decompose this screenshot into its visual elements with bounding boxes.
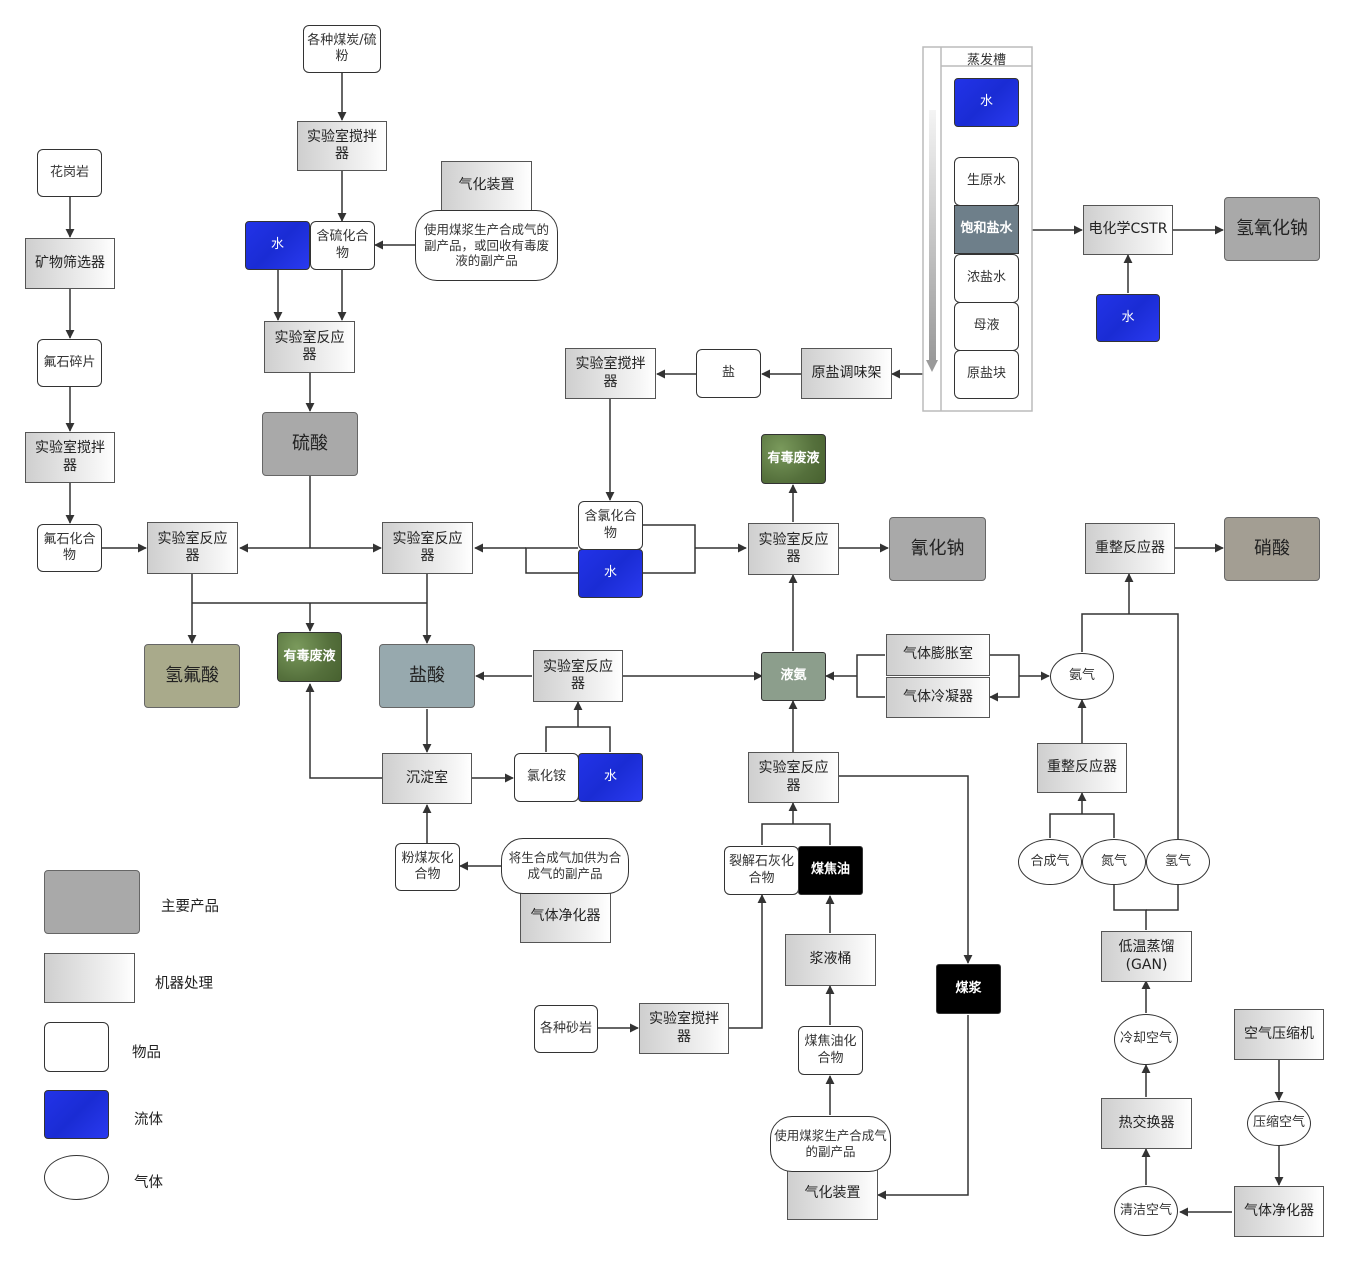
gas-purifier-br-machine[interactable]: 气体净化器 — [1234, 1186, 1324, 1237]
raw-water-item[interactable]: 生原水 — [954, 157, 1019, 206]
raw-salt-item[interactable]: 原盐块 — [954, 350, 1019, 399]
water-fluid-1[interactable]: 水 — [245, 221, 310, 270]
cryogenic-distillation-machine[interactable]: 低温蒸馏(GAN) — [1101, 931, 1192, 982]
mixer-left-machine[interactable]: 实验室搅拌器 — [25, 432, 115, 483]
mixer-top-machine[interactable]: 实验室搅拌器 — [297, 121, 387, 171]
reactor-mid-machine[interactable]: 实验室反应器 — [533, 650, 623, 702]
gasifier-top-machine[interactable]: 气化装置 — [441, 161, 532, 211]
reactor-hf-machine[interactable]: 实验室反应器 — [147, 522, 238, 574]
reactor-coal-machine[interactable]: 实验室反应器 — [748, 752, 839, 803]
gasifier-bottom-machine[interactable]: 气化装置 — [787, 1168, 878, 1220]
legend-item-swatch — [44, 1022, 109, 1072]
gas-expansion-chamber-machine[interactable]: 气体膨胀室 — [886, 634, 990, 676]
fluorite-chips-item[interactable]: 氟石碎片 — [37, 339, 102, 387]
hydrochloric-acid-product[interactable]: 盐酸 — [379, 644, 475, 708]
brine-item[interactable]: 浓盐水 — [954, 254, 1019, 303]
legend-main-product-swatch — [44, 870, 140, 934]
gasifier-top-note: 使用煤浆生产合成气的副产品，或回收有毒废液的副产品 — [415, 210, 558, 281]
coal-slurry-item[interactable]: 煤浆 — [936, 964, 1001, 1014]
water-fluid-3[interactable]: 水 — [578, 549, 643, 598]
compressed-air-gas[interactable]: 压缩空气 — [1247, 1101, 1311, 1146]
slurry-tank-machine[interactable]: 浆液桶 — [785, 934, 876, 986]
pool-water-fluid[interactable]: 水 — [954, 78, 1019, 127]
reforming-reactor-top-machine[interactable]: 重整反应器 — [1085, 523, 1175, 574]
clean-air-gas[interactable]: 清洁空气 — [1114, 1186, 1178, 1236]
pool-title: 蒸发槽 — [966, 53, 1006, 68]
coal-tar-oil-item[interactable]: 煤焦油 — [798, 846, 863, 895]
precipitation-chamber-machine[interactable]: 沉淀室 — [382, 753, 472, 804]
coal-tar-compound-item[interactable]: 煤焦油化合物 — [798, 1026, 863, 1075]
electrochemical-cstr-machine[interactable]: 电化学CSTR — [1083, 205, 1173, 255]
heat-exchanger-machine[interactable]: 热交换器 — [1101, 1098, 1192, 1149]
saturated-brine-fluid[interactable]: 饱和盐水 — [954, 205, 1019, 254]
ammonia-gas[interactable]: 氨气 — [1050, 653, 1114, 700]
mineral-sieve-machine[interactable]: 矿物筛选器 — [25, 238, 115, 289]
legend-item-label: 物品 — [132, 1045, 161, 1061]
legend-machine-label: 机器处理 — [155, 976, 213, 992]
mother-liquor-item[interactable]: 母液 — [954, 302, 1019, 351]
gas-purifier-mid-machine[interactable]: 气体净化器 — [520, 891, 611, 943]
sodium-hydroxide-product[interactable]: 氢氧化钠 — [1224, 197, 1320, 261]
coal-sulfur-item[interactable]: 各种煤炭/硫粉 — [303, 25, 381, 73]
legend-gas-label: 气体 — [134, 1175, 163, 1191]
cool-air-gas[interactable]: 冷却空气 — [1114, 1014, 1178, 1065]
granite-item[interactable]: 花岗岩 — [37, 149, 102, 197]
mixer-salt-machine[interactable]: 实验室搅拌器 — [565, 348, 656, 399]
ammonium-chloride-item[interactable]: 氯化铵 — [514, 753, 579, 802]
sulfuric-acid-product[interactable]: 硫酸 — [262, 412, 358, 476]
flyash-note: 将生合成气加供为合成气的副产品 — [501, 838, 629, 894]
legend-fluid-swatch — [44, 1090, 109, 1139]
sulfide-compound-item[interactable]: 含硫化合物 — [310, 221, 375, 270]
hydrogen-gas[interactable]: 氢气 — [1146, 839, 1210, 885]
sodium-cyanide-product[interactable]: 氰化钠 — [889, 517, 986, 581]
toxic-waste-1[interactable]: 有毒废液 — [277, 632, 342, 682]
flyash-compound-item[interactable]: 粉煤灰化合物 — [395, 843, 460, 891]
water-cstr-fluid[interactable]: 水 — [1096, 294, 1160, 342]
reactor-sulfur-machine[interactable]: 实验室反应器 — [264, 321, 355, 373]
air-compressor-machine[interactable]: 空气压缩机 — [1234, 1009, 1324, 1060]
toxic-waste-2[interactable]: 有毒废液 — [761, 434, 826, 484]
legend-gas-swatch — [44, 1155, 109, 1200]
cracked-rock-compound-item[interactable]: 裂解石灰化合物 — [724, 846, 799, 895]
gasifier-bottom-note: 使用煤浆生产合成气的副产品 — [770, 1116, 891, 1172]
chloride-compound-item[interactable]: 含氯化合物 — [578, 501, 643, 550]
water-fluid-2[interactable]: 水 — [578, 753, 643, 802]
nitric-acid-product[interactable]: 硝酸 — [1224, 517, 1320, 581]
reactor-hcl-machine[interactable]: 实验室反应器 — [382, 522, 473, 574]
salt-rack-machine[interactable]: 原盐调味架 — [801, 348, 892, 399]
legend-machine-swatch — [44, 953, 135, 1003]
salt-item[interactable]: 盐 — [696, 349, 761, 398]
hydrofluoric-acid-product[interactable]: 氢氟酸 — [144, 644, 240, 708]
mixer-sand-machine[interactable]: 实验室搅拌器 — [639, 1003, 729, 1054]
nitrogen-gas[interactable]: 氮气 — [1082, 839, 1146, 885]
fluoride-compound-item[interactable]: 氟石化合物 — [37, 524, 102, 572]
liquid-ammonia-fluid[interactable]: 液氨 — [761, 652, 826, 701]
legend-fluid-label: 流体 — [134, 1112, 163, 1128]
reactor-cyanide-machine[interactable]: 实验室反应器 — [748, 523, 839, 575]
legend-main-product-label: 主要产品 — [161, 899, 219, 915]
sand-rock-item[interactable]: 各种砂岩 — [534, 1005, 598, 1053]
reforming-reactor-mid-machine[interactable]: 重整反应器 — [1037, 743, 1127, 793]
gas-condenser-machine[interactable]: 气体冷凝器 — [886, 677, 990, 718]
syngas-gas[interactable]: 合成气 — [1018, 839, 1082, 885]
